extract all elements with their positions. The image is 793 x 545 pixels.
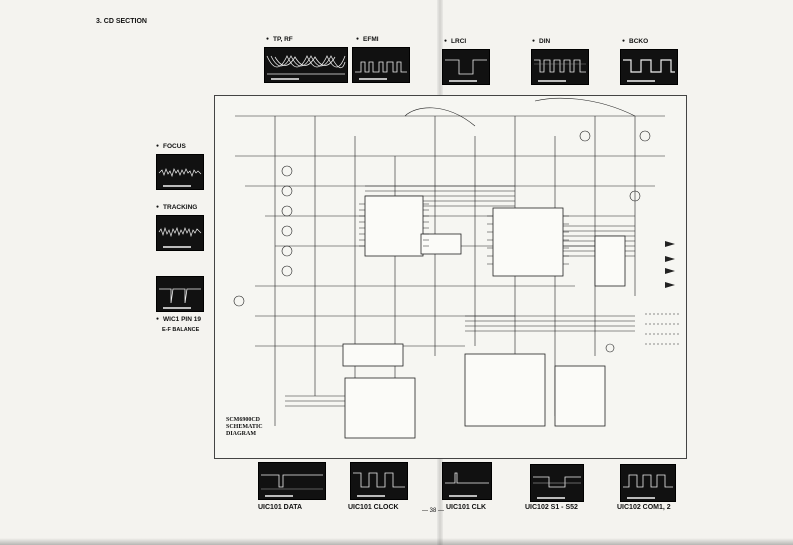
page-number: — 38 — (422, 508, 445, 514)
scope-screen-uic101-data (258, 462, 326, 500)
scope-label-uic102-com: UIC102 COM1, 2 (617, 504, 671, 511)
scope-screen-tp-rf (264, 47, 348, 83)
scope-screen-tracking (156, 215, 204, 251)
scope-label-uic101-clk: UIC101 CLK (446, 504, 487, 511)
scope-screen-uic101-clk (442, 462, 492, 500)
scope-label-tp-rf: TP, RF (266, 36, 293, 43)
scope-screen-uic101-clock (350, 462, 408, 500)
scope-screen-uic102-com (620, 464, 676, 502)
scope-label-uic102-s1-s52: UIC102 S1 - S52 (525, 504, 578, 511)
section-title: 3. CD SECTION (96, 18, 147, 25)
scope-screen-wic1-pin19 (156, 276, 204, 312)
scope-screen-din (531, 49, 589, 85)
balance-label: E-F BALANCE (162, 327, 200, 333)
scope-screen-bcko (620, 49, 678, 85)
scope-label-lrci: LRCI (444, 38, 466, 45)
scope-label-tracking: TRACKING (156, 204, 197, 211)
scope-label-wic1-pin19: WIC1 PIN 19 (156, 316, 201, 323)
scope-label-bcko: BCKO (622, 38, 648, 45)
page-edge-shadow (0, 538, 793, 545)
scope-label-uic101-clock: UIC101 CLOCK (348, 504, 399, 511)
scope-screen-lrci (442, 49, 490, 85)
diagram-title: SCM6900CD SCHEMATIC DIAGRAM (226, 417, 263, 437)
scope-label-uic101-data: UIC101 DATA (258, 504, 303, 511)
scope-screen-focus (156, 154, 204, 190)
scope-label-din: DIN (532, 38, 550, 45)
scope-screen-uic102-s1-s52 (530, 464, 584, 502)
scope-label-efmi: EFMI (356, 36, 379, 43)
scope-label-focus: FOCUS (156, 143, 186, 150)
scope-screen-efmi (352, 47, 410, 83)
schematic-diagram (214, 95, 687, 459)
